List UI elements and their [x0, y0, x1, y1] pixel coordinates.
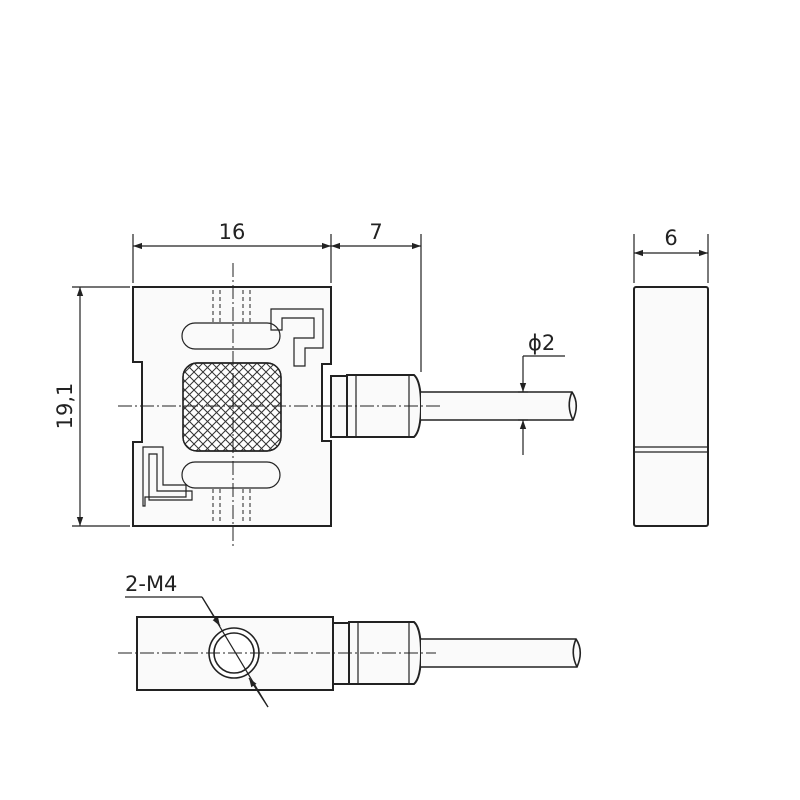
thread-callout: 2-M4 [125, 572, 177, 596]
hatch-line [231, 363, 281, 451]
hatch-line [183, 363, 220, 451]
hatch-line [183, 363, 204, 451]
hatch-line [183, 363, 267, 451]
hatch-line [247, 363, 281, 451]
hatch-line [238, 363, 281, 451]
thread-arrow-top [201, 596, 221, 627]
hatch-line [183, 363, 202, 451]
hatch-line [204, 363, 281, 451]
hatch-line [183, 363, 240, 451]
strain-pad-border [182, 362, 282, 452]
thread-arrow-bottom [248, 677, 269, 708]
hatch-line [195, 363, 281, 451]
hatch-line [183, 363, 256, 451]
hatch-line [256, 363, 281, 451]
lower-bar [181, 461, 281, 489]
side-view: 6 [633, 226, 709, 527]
hatch-line [211, 363, 281, 451]
hatch-line [183, 363, 265, 451]
cable-break [572, 638, 578, 668]
hatch-line [34, 363, 122, 451]
strain-pad-hatch [7, 363, 281, 451]
hatch-line [213, 363, 281, 451]
hatch-line [183, 363, 238, 451]
hatch-line [183, 363, 211, 451]
lower-slot [142, 446, 187, 507]
hatch-line [183, 363, 247, 451]
hatch-line [7, 363, 95, 451]
side-body [633, 286, 709, 527]
front-view [7, 263, 578, 548]
hatch-line [229, 363, 281, 451]
bottom-view: 2-M4 [118, 572, 582, 708]
hatch-line [220, 363, 281, 451]
hatch-line [183, 363, 213, 451]
cable-diameter-dimension: ϕ2 [528, 331, 555, 355]
hatch-line [193, 363, 281, 451]
lower-slot-inner [148, 453, 193, 501]
hatch-line [184, 363, 274, 451]
bottom-cable [421, 638, 582, 668]
cable-offset-dimension: 7 [369, 220, 382, 244]
upper-bar [181, 322, 281, 350]
hatch-line [240, 363, 281, 451]
upper-slot [270, 308, 324, 367]
height-dimension: 19,1 [53, 383, 77, 430]
hatch-line [186, 363, 276, 451]
hatch-line [183, 363, 231, 451]
hatch-line [258, 363, 281, 451]
cable [421, 391, 578, 421]
dimensions: 16 7 19,1 ϕ2 [53, 220, 565, 527]
hatch-line [183, 363, 229, 451]
hatch-line [202, 363, 281, 451]
hatch-line [249, 363, 281, 451]
width-dimension: 16 [219, 220, 246, 244]
hatch-line [222, 363, 281, 451]
hatch-line [183, 363, 222, 451]
thickness-dimension: 6 [664, 226, 677, 250]
cable-break [568, 391, 574, 421]
